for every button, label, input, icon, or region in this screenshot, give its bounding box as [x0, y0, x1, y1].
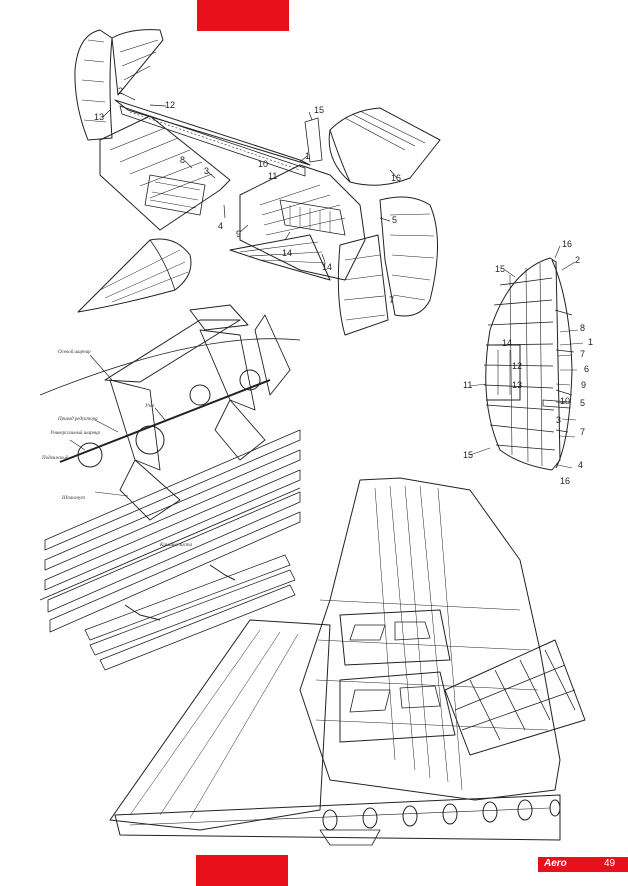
mech-label-gear-drive: Привод редуктора — [58, 417, 98, 422]
bottom-red-tab — [196, 855, 288, 886]
detail-callout-5: 5 — [580, 398, 586, 408]
detail-callout-3: 3 — [556, 415, 562, 425]
callout-11: 11 — [268, 171, 278, 181]
mech-label-universal-joint: Универсальный шарнир — [50, 431, 101, 436]
detail-callout-7-top: 7 — [580, 349, 586, 359]
detail-callout-14: 14 — [502, 338, 513, 348]
callout-14a: 14 — [282, 248, 293, 258]
top-red-tab — [197, 0, 289, 31]
detail-callout-13: 13 — [512, 380, 523, 390]
mech-label-movable: Подвижный — [42, 456, 69, 461]
detail-callout-6: 6 — [584, 364, 590, 374]
detail-callout-15-top: 15 — [495, 264, 506, 274]
detail-callout-11: 11 — [463, 380, 473, 390]
mech-label-frame: Шпангоут — [62, 496, 85, 501]
detail-callout-12: 12 — [512, 361, 523, 371]
mech-label-hinge: Осевой шарнир — [58, 350, 91, 355]
callout-10: 10 — [258, 159, 269, 169]
detail-callout-4: 4 — [578, 460, 584, 470]
page-number: 49 — [604, 858, 616, 869]
callout-4: 4 — [218, 221, 224, 231]
detail-callout-8: 8 — [580, 323, 586, 333]
callout-9: 9 — [236, 229, 242, 239]
mech-label-cover: Крышка листа — [160, 543, 193, 548]
detail-callout-9: 9 — [581, 380, 587, 390]
callout-1: 1 — [305, 151, 311, 161]
callout-16: 16 — [391, 173, 402, 183]
callout-15: 15 — [314, 105, 325, 115]
callout-3: 3 — [204, 166, 210, 176]
magazine-brand: Aero — [544, 858, 567, 869]
callout-2: 2 — [118, 86, 124, 96]
callout-5: 5 — [392, 215, 398, 225]
detail-callout-15-bottom: 15 — [463, 450, 474, 460]
nose-cone-drawing — [77, 238, 192, 313]
detail-callout-16-bottom: 16 — [560, 476, 571, 486]
callout-13: 13 — [94, 112, 105, 122]
callout-7: 7 — [389, 295, 395, 305]
footer-bar — [538, 857, 628, 872]
callout-12: 12 — [165, 100, 176, 110]
detail-callout-16-top: 16 — [562, 239, 573, 249]
callout-8: 8 — [180, 155, 186, 165]
detail-callout-10: 10 — [560, 396, 571, 406]
detail-callout-2: 2 — [575, 255, 581, 265]
stabilizer-detail-drawing — [469, 245, 584, 471]
flap-mechanism-drawing — [39, 304, 301, 671]
wing-structure-drawing — [109, 477, 586, 846]
mech-label-node: Узел — [145, 404, 155, 409]
empennage-drawing — [74, 29, 441, 336]
callout-14b: 14 — [322, 262, 333, 272]
detail-callout-1: 1 — [588, 337, 594, 347]
detail-callout-7-bottom: 7 — [580, 427, 586, 437]
